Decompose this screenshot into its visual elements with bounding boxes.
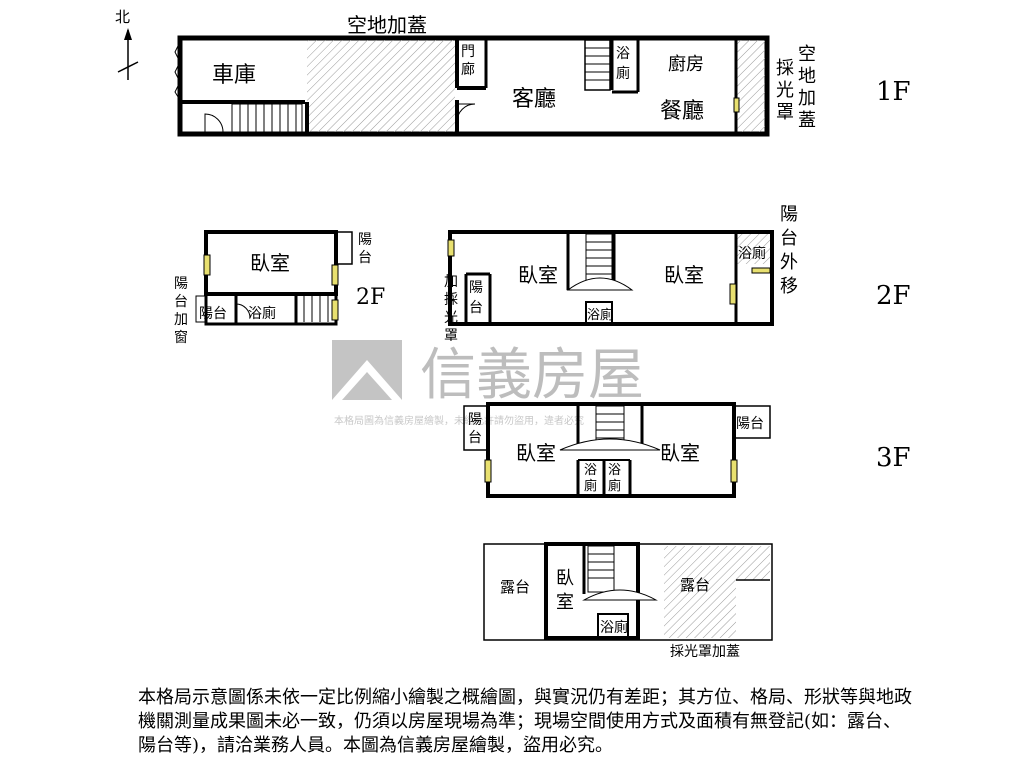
disclaimer-text: 本格局示意圖係未依一定比例縮小繪製之概繪圖，與實況仍有差距；其方位、格局、形狀等… — [138, 687, 912, 756]
floor2-right-bedroom1-label: 臥室 — [518, 263, 558, 287]
window-icon — [203, 254, 211, 276]
floor3-right-balcony-label: 陽台 — [736, 416, 764, 432]
floor2-left-bedroom-label: 臥室 — [250, 251, 290, 275]
floor4-skylight-added-label: 採光罩加蓋 — [670, 644, 740, 660]
floor2-skylight-label: 加採光罩 — [444, 274, 458, 344]
floor4-bedroom-label: 臥室 — [556, 568, 574, 613]
porch-label-bottom: 廊 — [461, 61, 475, 78]
floor1-bath-label-top: 浴 — [616, 46, 630, 62]
watermark-logo-icon — [332, 340, 402, 400]
window-icon — [331, 299, 339, 321]
floor2-right-balcony-label: 陽台 — [469, 280, 483, 316]
window-icon — [729, 283, 737, 305]
floor1-skylight-area — [736, 40, 765, 132]
floor2-left-balcony — [335, 231, 353, 265]
living-room-label: 客廳 — [512, 87, 556, 112]
dining-room-label: 餐廳 — [660, 99, 704, 124]
floor1-covered-yard — [307, 40, 455, 132]
compass-north-label: 北 — [115, 8, 130, 26]
floor1-label: 1F — [876, 77, 911, 107]
window-icon — [484, 459, 492, 483]
garage-door-swing-icon — [204, 113, 224, 133]
floor-3: 陽台 陽台 臥室 臥室 浴廁 浴廁 3F — [463, 402, 911, 498]
floor4-terrace-left-label: 露台 — [500, 578, 530, 596]
floor-2-left: 臥室 浴廁 陽台 陽台 陽台加窗 2F — [174, 230, 385, 346]
floor2-left-bath-label: 浴廁 — [248, 305, 276, 322]
floor3-bath2-label: 浴廁 — [608, 463, 621, 494]
floor4-terrace-right-label: 露台 — [680, 576, 710, 594]
floor1-side-label: 空地加蓋 — [798, 44, 816, 131]
floor3-bedroom2-label: 臥室 — [660, 441, 700, 465]
window-icon — [730, 459, 738, 483]
floor2-right-bath-label: 浴廁 — [738, 245, 766, 262]
floor1-top-label: 空地加蓋 — [347, 13, 427, 37]
floor2-left-balcony-small-label: 陽台 — [199, 306, 227, 322]
floor2-right-label: 2F — [876, 281, 911, 311]
floor4-stairs — [587, 545, 615, 593]
floor3-bath1-label: 浴廁 — [584, 463, 597, 494]
floor2-right-bedroom2-label: 臥室 — [664, 263, 704, 287]
window-icon — [751, 267, 771, 274]
floor3-bedroom1-label: 臥室 — [516, 441, 556, 465]
floor1-outline — [177, 35, 770, 137]
compass: 北 — [115, 8, 139, 80]
porch-label-top: 門 — [461, 44, 475, 60]
garage-door-icon — [174, 41, 181, 101]
garage-label: 車庫 — [212, 63, 256, 88]
floor2-left-label: 2F — [356, 285, 385, 310]
floor1-bath-label-bottom: 廁 — [616, 65, 630, 82]
watermark-brand: 信義房屋 — [420, 343, 644, 408]
floor2-balcony-moved-label: 陽台外移 — [780, 204, 798, 297]
floor-plan: 北 空地加蓋 — [115, 8, 911, 660]
floor2-right-bath2-label: 浴廁 — [587, 307, 613, 323]
porch-door-swing-icon — [456, 103, 476, 123]
floor-4: 露台 露台 臥室 浴廁 採光罩加蓋 — [483, 542, 773, 660]
window-icon — [331, 264, 339, 286]
window-icon — [447, 239, 455, 257]
floor2-balcony-window-label: 陽台加窗 — [174, 276, 188, 346]
floor3-label: 3F — [876, 443, 911, 473]
kitchen-label: 廚房 — [668, 53, 704, 75]
floor3-left-balcony-label: 陽台 — [468, 412, 482, 446]
floor1-skylight-label: 採光罩 — [776, 58, 794, 123]
floor4-bath-label: 浴廁 — [600, 619, 628, 636]
watermark: 信義房屋 本格局圖為信義房屋繪製，未經允許請勿盜用，違者必究 — [332, 340, 644, 427]
floor2-left-balcony-label: 陽台 — [358, 232, 372, 266]
watermark-notice: 本格局圖為信義房屋繪製，未經允許請勿盜用，違者必究 — [334, 414, 584, 427]
floor1-stairs — [231, 103, 303, 133]
window-icon — [733, 97, 740, 113]
door-swing-icon — [235, 303, 251, 319]
floor-1: 空地加蓋 — [174, 13, 911, 137]
floor-2-right: 臥室 臥室 浴廁 浴廁 陽台 加採光罩 陽台外移 2F — [444, 204, 911, 344]
